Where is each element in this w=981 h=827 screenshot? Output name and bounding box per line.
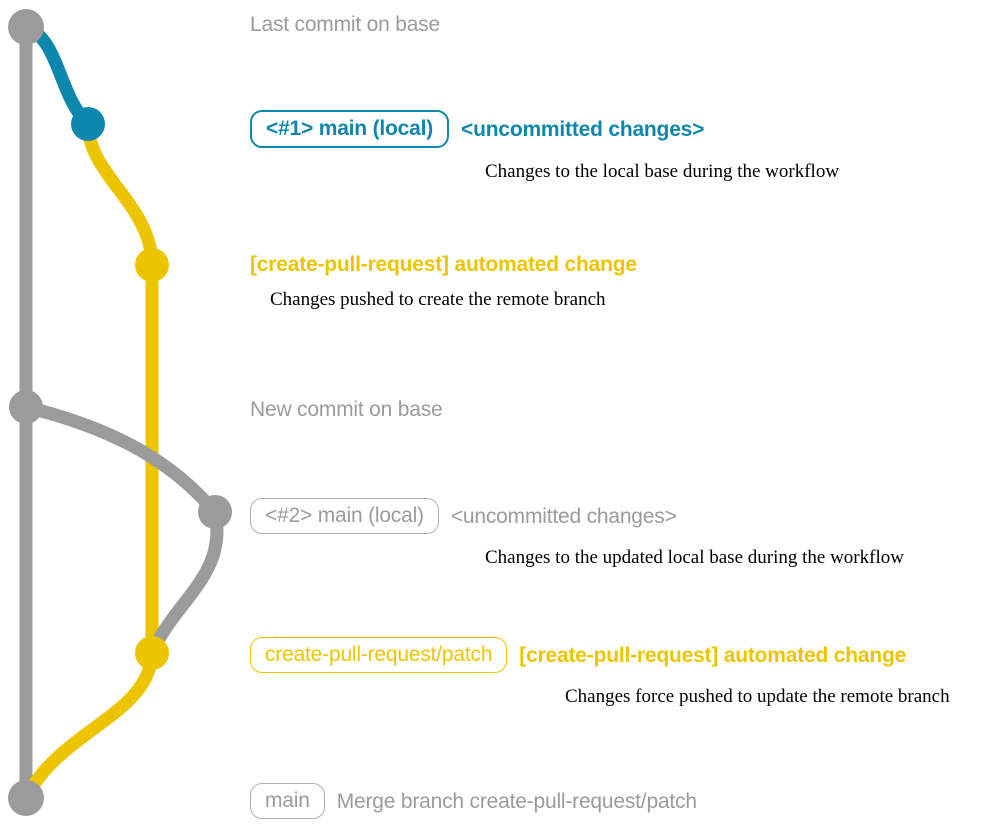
commit-subject: New commit on base (250, 398, 443, 421)
annotation-local-uncommitted-1: <#1> main (local) <uncommitted changes> … (250, 110, 839, 181)
patch2-to-merge-line (19, 646, 159, 805)
base-to-local2-line (19, 400, 222, 519)
commit-node-local-2[interactable] (198, 495, 232, 529)
headline: <#2> main (local) <uncommitted changes> (250, 498, 904, 534)
annotation-local-uncommitted-2: <#2> main (local) <uncommitted changes> … (250, 498, 904, 567)
commit-graph (8, 9, 232, 816)
headline: create-pull-request/patch [create-pull-r… (250, 637, 950, 673)
local2-to-patch2-line (145, 505, 224, 660)
branch-chip-main[interactable]: main (250, 783, 325, 819)
headline: <#1> main (local) <uncommitted changes> (250, 110, 839, 148)
commit-subject: Last commit on base (250, 13, 440, 36)
annotation-patch-update: create-pull-request/patch [create-pull-r… (250, 637, 950, 706)
commit-description: Changes to the updated local base during… (485, 547, 904, 568)
commit-description: Changes to the local base during the wor… (485, 161, 840, 182)
commit-node-local-1[interactable] (71, 107, 105, 141)
commit-description: Changes pushed to create the remote bran… (270, 289, 606, 310)
headline: New commit on base (250, 398, 443, 421)
annotation-merge-commit: main Merge branch create-pull-request/pa… (250, 783, 697, 819)
commit-subject: [create-pull-request] automated change (250, 253, 637, 276)
headline: [create-pull-request] automated change (250, 254, 637, 275)
commit-description: Changes force pushed to update the remot… (565, 686, 950, 707)
annotation-patch-create: [create-pull-request] automated change C… (250, 254, 637, 309)
commit-node-patch-2[interactable] (135, 636, 169, 670)
commit-node-base-merge[interactable] (8, 780, 44, 816)
patch-branch-line-upper (81, 117, 159, 272)
commit-node-base-last[interactable] (8, 9, 44, 45)
annotation-new-commit-on-base: New commit on base (250, 398, 443, 421)
headline: main Merge branch create-pull-request/pa… (250, 783, 697, 819)
commit-node-base-new[interactable] (9, 390, 43, 424)
commit-node-patch-1[interactable] (135, 248, 169, 282)
headline: Last commit on base (250, 14, 440, 35)
annotation-last-commit-on-base: Last commit on base (250, 14, 440, 35)
branch-chip-main-local-2[interactable]: <#2> main (local) (250, 498, 439, 534)
commit-subject: [create-pull-request] automated change (519, 643, 907, 667)
commit-subject: Merge branch create-pull-request/patch (336, 789, 697, 813)
commit-subject: <uncommitted changes> (450, 504, 677, 528)
branch-chip-create-pull-request-patch[interactable]: create-pull-request/patch (250, 637, 508, 673)
commit-subject: <uncommitted changes> (461, 117, 705, 141)
branch-chip-main-local-1[interactable]: <#1> main (local) (250, 110, 450, 148)
